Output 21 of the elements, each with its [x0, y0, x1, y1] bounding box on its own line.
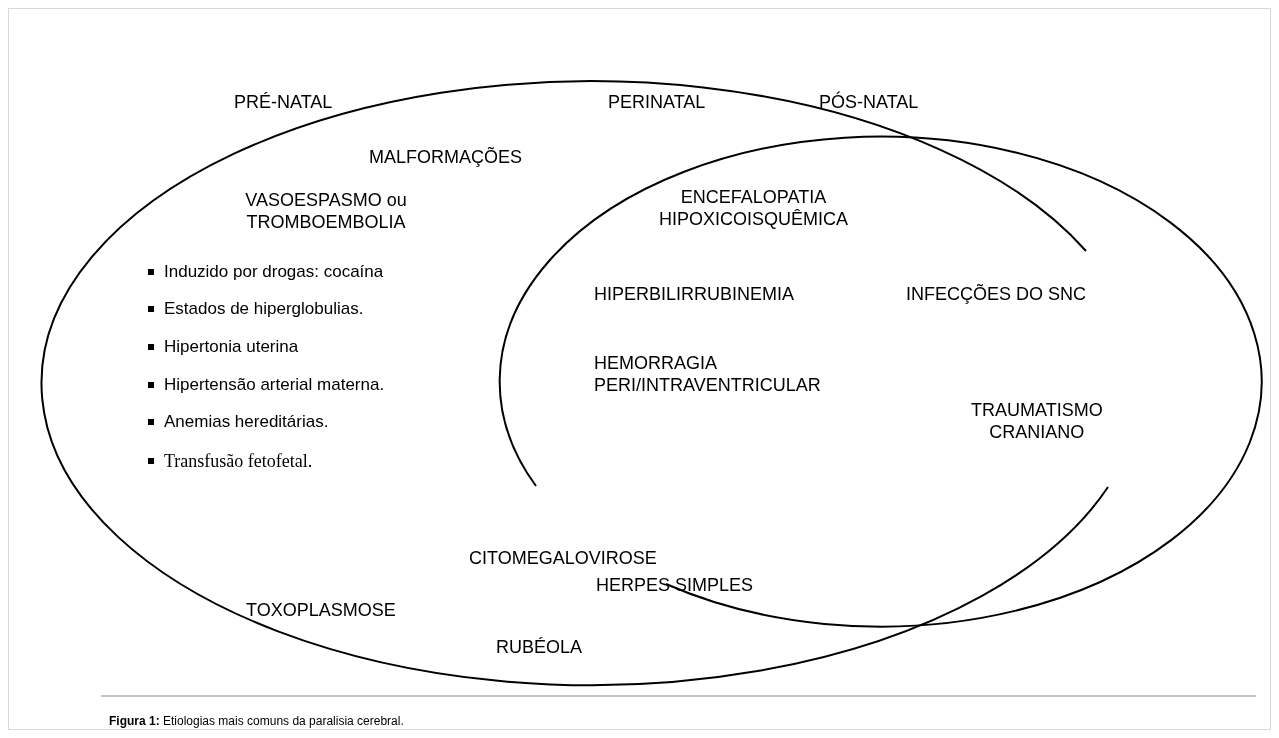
list-item: Hipertonia uterina — [148, 336, 299, 358]
period-heading: PERINATAL — [608, 91, 706, 113]
list-item: Estados de hiperglobulias. — [148, 298, 364, 320]
cause-label: RUBÉOLA — [496, 636, 583, 658]
cause-label: TRAUMATISMO CRANIANO — [971, 399, 1103, 443]
cause-label: HEMORRAGIA PERI/INTRAVENTRICULAR — [594, 352, 821, 396]
cause-label: TOXOPLASMOSE — [246, 599, 396, 621]
cause-label: MALFORMAÇÕES — [369, 146, 523, 168]
cause-label: ENCEFALOPATIA HIPOXICOISQUÊMICA — [659, 186, 848, 230]
list-item: Transfusão fetofetal. — [148, 450, 313, 472]
figure-caption: Figura 1: Etiologias mais comuns da paralisia cerebral. — [109, 714, 404, 728]
cause-label: HERPES SIMPLES — [596, 574, 754, 596]
period-heading: PÓS-NATAL — [819, 91, 919, 113]
cause-label: HIPERBILIRRUBINEMIA — [594, 283, 795, 305]
list-item: Induzido por drogas: cocaína — [148, 261, 384, 283]
cause-label: INFECÇÕES DO SNC — [906, 283, 1087, 305]
cause-label: VASOESPASMO ou TROMBOEMBOLIA — [244, 189, 408, 233]
list-item: Anemias hereditárias. — [148, 411, 329, 433]
list-item: Hipertensão arterial materna. — [148, 374, 385, 396]
period-heading: PRÉ-NATAL — [234, 91, 333, 113]
cause-label: CITOMEGALOVIROSE — [469, 547, 657, 569]
